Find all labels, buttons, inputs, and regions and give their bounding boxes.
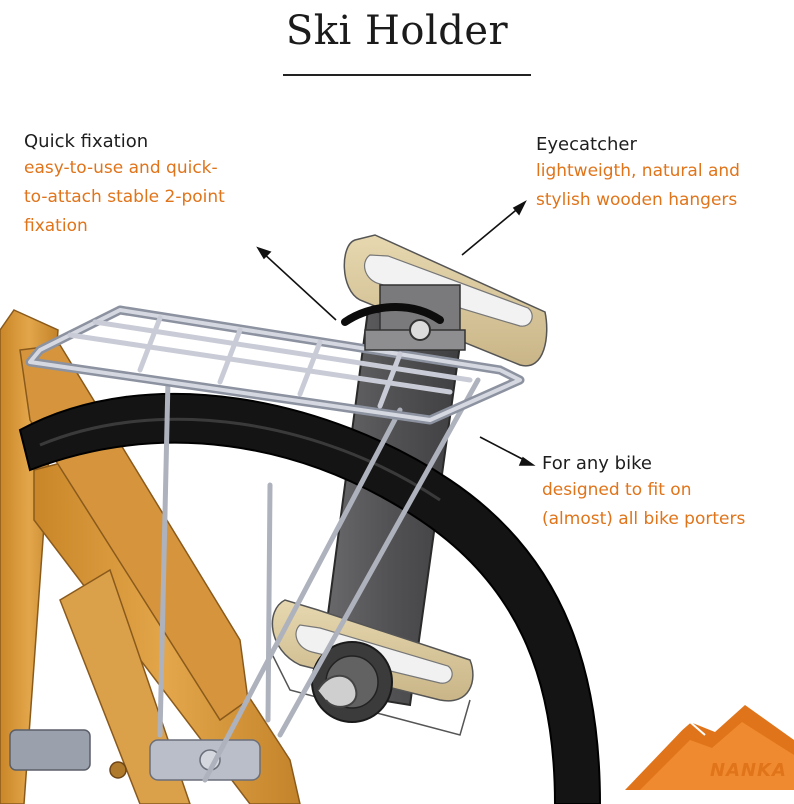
quick-release-lever [341,303,444,341]
annotation-heading: For any bike [542,453,652,474]
title-underline [283,74,531,76]
nanka-logo-mark [625,705,794,790]
rear-hub [9,729,261,781]
annotation-heading: Quick fixation [24,131,149,152]
bike-rack-platform [25,305,525,425]
annotation-quick-fixation: Quick fixation easy-to-use and quick- to… [24,130,274,241]
annotation-line: lightweigth, natural and [536,161,740,181]
upper-wooden-hanger [343,234,548,367]
lower-wooden-hanger [269,599,474,736]
annotation-eyecatcher: Eyecatcher lightweigth, natural and styl… [536,133,786,215]
annotation-heading: Eyecatcher [536,134,637,155]
rear-tire [18,392,602,804]
annotation-line: designed to fit on [542,480,692,500]
annotation-line: stylish wooden hangers [536,190,738,210]
annotation-line: to-attach stable 2-point [24,187,225,207]
annotation-line: easy-to-use and quick- [24,158,218,178]
annotation-line: (almost) all bike porters [542,509,746,529]
annotation-line: fixation [24,216,88,236]
rack-struts [157,377,481,783]
annotation-for-any-bike: For any bike designed to fit on (almost)… [542,452,794,534]
annotation-arrows [256,200,536,466]
brand-logo-text: NANKA [710,760,787,781]
page-title: Ski Holder [285,8,509,54]
